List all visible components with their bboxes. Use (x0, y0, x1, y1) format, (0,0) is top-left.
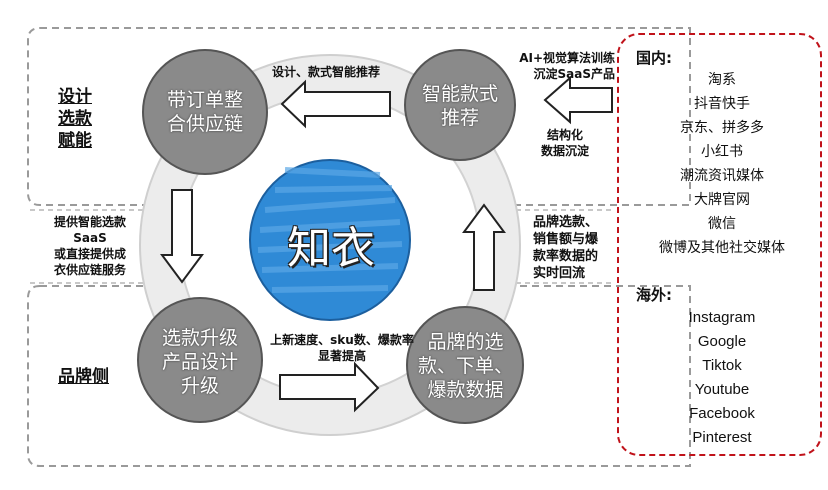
list-item: 大牌官网 (694, 192, 750, 208)
design-section-region (27, 27, 691, 206)
arrow-from-panel (543, 75, 613, 125)
section-label-design: 设计选款赋能 (58, 87, 92, 151)
brand-section-region (27, 285, 691, 467)
center-scribble (257, 167, 403, 293)
arrow-left-down (160, 189, 204, 284)
edge-label-right: 品牌选款、销售额与爆款率数据的实时回流 (533, 215, 599, 281)
list-item: 微博及其他社交媒体 (659, 240, 785, 256)
node-smart-style-recommend-label: 智能款式推荐 (421, 83, 498, 129)
node-brand-data (406, 306, 524, 424)
list-item: 微信 (708, 216, 736, 232)
node-selection-upgrade (137, 297, 263, 423)
list-item: 潮流资讯媒体 (680, 168, 764, 184)
overseas-title: 海外: (636, 286, 672, 304)
edge-label-top: 设计、款式智能推荐 (272, 65, 381, 79)
list-item: Tiktok (702, 357, 742, 374)
list-item: 京东、拼多多 (680, 120, 764, 136)
node-order-supply-chain (142, 49, 268, 175)
arrow-bottom-right (279, 361, 380, 413)
domestic-list: 淘系 抖音快手 京东、拼多多 小红书 潮流资讯媒体 大牌官网 微信 微博及其他社… (622, 68, 822, 260)
list-item: 小红书 (701, 144, 743, 160)
node-smart-style-recommend (404, 49, 516, 161)
list-item: 抖音快手 (694, 96, 750, 112)
edge-label-bottom: 上新速度、sku数、爆款率显著提高 (270, 333, 414, 363)
list-item: Pinterest (692, 429, 752, 446)
domestic-title: 国内: (636, 49, 672, 67)
node-brand-data-label: 品牌的选款、下单、爆款数据 (417, 331, 513, 401)
list-item: Google (697, 333, 747, 350)
arrow-right-up (462, 203, 506, 291)
edge-label-ai: AI+视觉算法训练沉淀SaaS产品 (519, 51, 615, 81)
list-item: Instagram (688, 309, 756, 326)
data-sources-panel (617, 33, 822, 456)
list-item: 淘系 (708, 72, 736, 88)
arrow-top-left (280, 79, 391, 129)
section-label-brand: 品牌侧 (58, 367, 109, 387)
list-item: Youtube (694, 381, 750, 398)
center-title: 知衣 (287, 223, 375, 274)
overseas-list: Instagram Google Tiktok Youtube Facebook… (622, 306, 822, 450)
node-order-supply-chain-label: 带订单整合供应链 (166, 89, 243, 135)
node-selection-upgrade-label: 选款升级产品设计升级 (161, 327, 238, 397)
edge-label-structured: 结构化数据沉淀 (540, 128, 589, 158)
list-item: Facebook (689, 405, 755, 422)
